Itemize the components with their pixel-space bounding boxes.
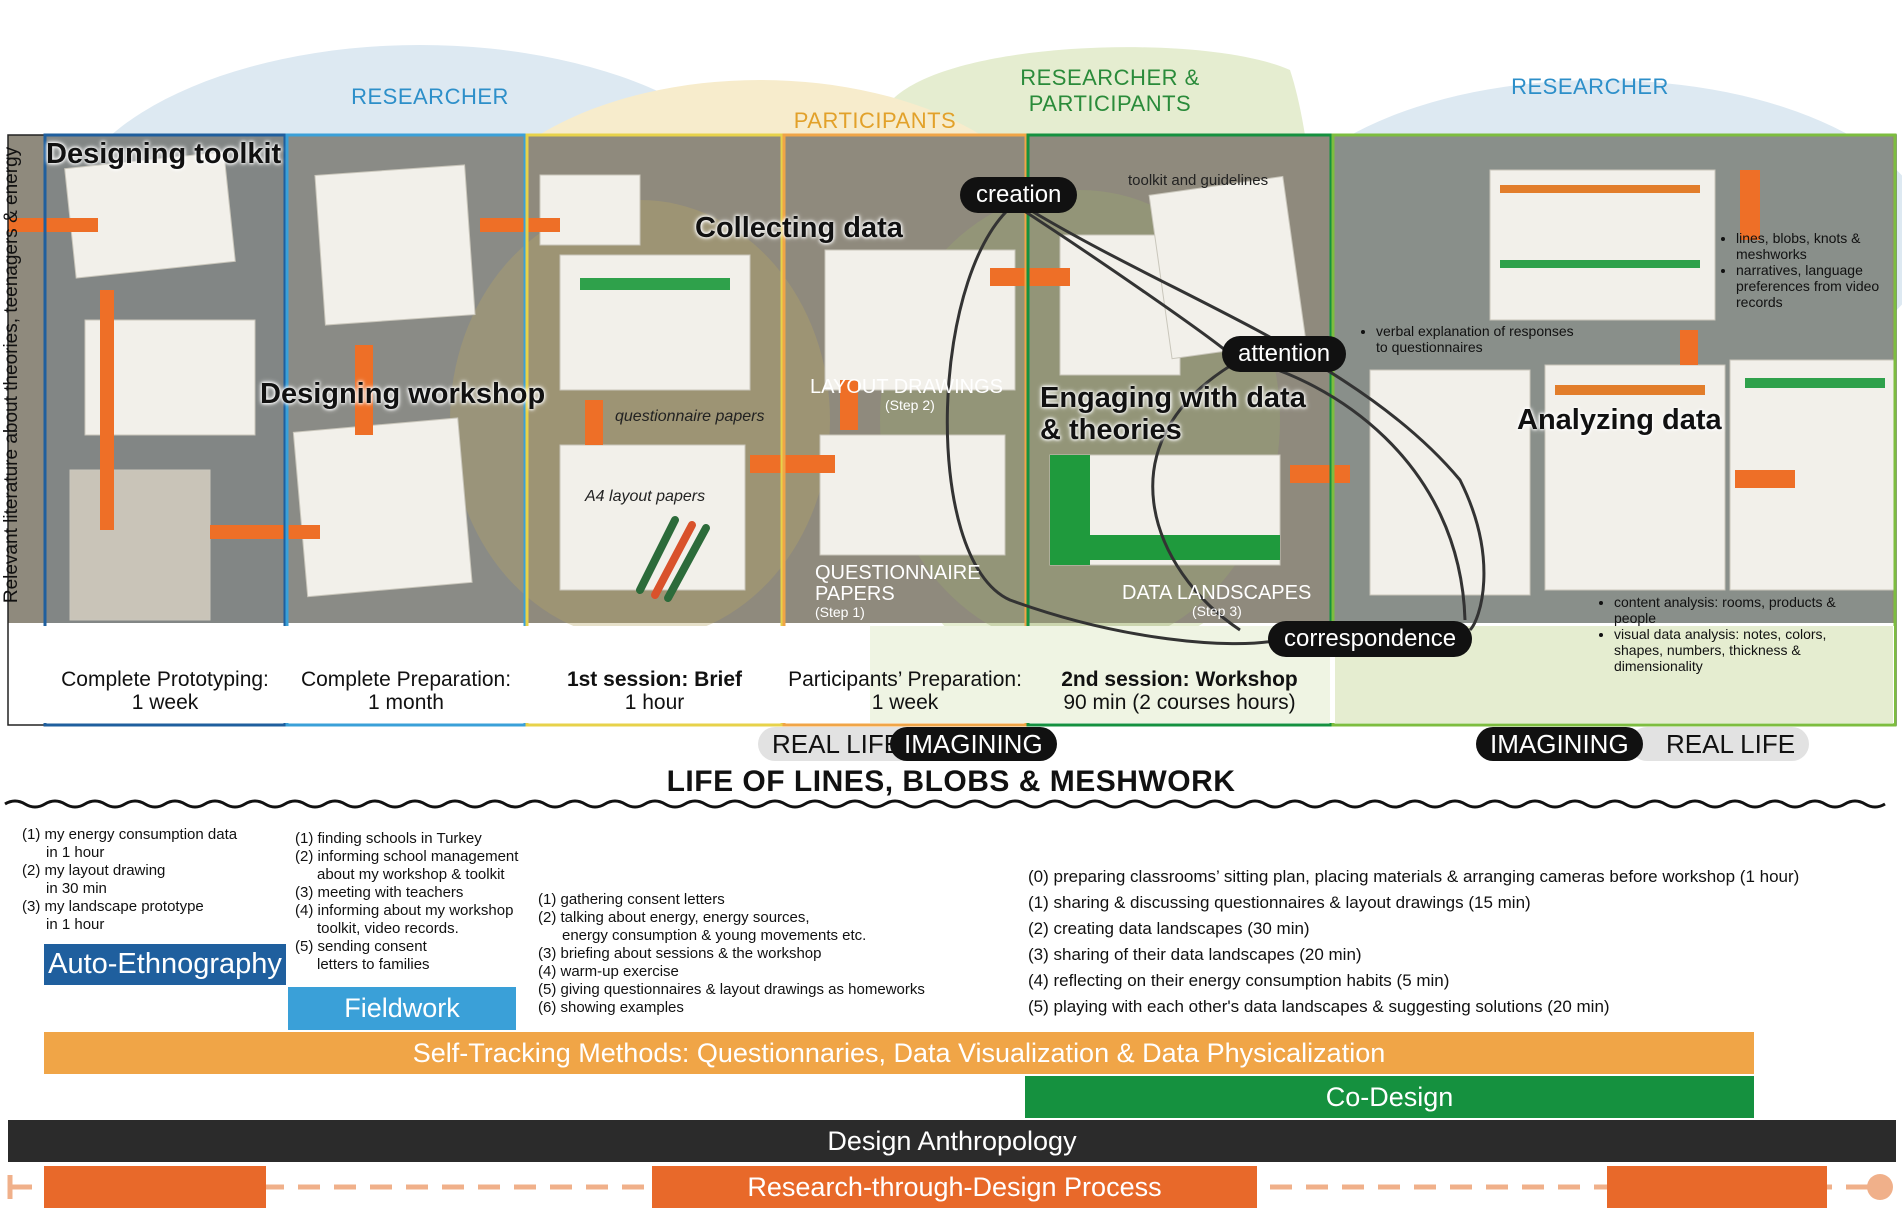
note-analysis-top: lines, blobs, knots & meshworks narrativ… xyxy=(1722,230,1892,310)
step-item: toolkit, video records. xyxy=(317,920,459,937)
right-real-life: REAL LIFE xyxy=(1630,727,1810,761)
pill-correspondence: correspondence xyxy=(1268,621,1473,657)
step-item: (3) briefing about sessions & the worksh… xyxy=(538,945,822,962)
step-item: (1) my energy consumption data xyxy=(22,826,238,843)
step-item: (4) informing about my workshop xyxy=(295,902,514,919)
step-item: (4) warm-up exercise xyxy=(538,963,679,980)
questionnaire-papers-step: (Step 1) xyxy=(815,604,865,620)
phase-title-engaging: Engaging with data & theories xyxy=(1040,382,1306,446)
label-layout-drawings: LAYOUT DRAWINGS (Step 2) xyxy=(810,377,1003,413)
bar-auto-ethnography: Auto-Ethnography xyxy=(44,944,286,985)
cell-brief-duration: 1 hour xyxy=(624,691,685,714)
cell-workshop-duration: 90 min (2 courses hours) xyxy=(1063,691,1296,714)
label-a4-layout-papers: A4 layout papers xyxy=(585,488,706,505)
step-item: (2) my layout drawing xyxy=(22,862,166,879)
step-item: energy consumption & young movements etc… xyxy=(562,927,867,944)
cell-brief: 1st session: Brief 1 hour xyxy=(527,668,782,726)
bar-design-anthropology: Design Anthropology xyxy=(8,1120,1896,1162)
note-analysis-top-item: narratives, language preferences from vi… xyxy=(1736,262,1892,310)
step-item: (1) finding schools in Turkey xyxy=(295,830,482,847)
step-item: (5) giving questionnaires & layout drawi… xyxy=(538,981,925,998)
right-imagining: IMAGINING xyxy=(1476,727,1643,761)
role-researcher-left: RESEARCHER xyxy=(351,84,509,109)
data-landscapes-step: (Step 3) xyxy=(1192,603,1242,619)
step-item: (6) showing examples xyxy=(538,999,684,1016)
role-participants: PARTICIPANTS xyxy=(793,108,957,133)
note-analysis-bottom-item: visual data analysis: notes, colors, sha… xyxy=(1614,626,1845,674)
phase-title-designing-toolkit: Designing toolkit xyxy=(46,138,282,170)
step-item: letters to families xyxy=(317,956,430,973)
step-item: about my workshop & toolkit xyxy=(317,866,505,883)
phase-title-designing-workshop: Designing workshop xyxy=(260,378,546,410)
note-verbal-item: verbal explanation of responses to quest… xyxy=(1376,323,1582,355)
step-item: (1) sharing & discussing questionnaires … xyxy=(1028,893,1531,912)
label-data-landscapes: DATA LANDSCAPES (Step 3) xyxy=(1122,583,1311,619)
note-analysis-bottom-item: content analysis: rooms, products & peop… xyxy=(1614,594,1845,626)
cell-prototyping-duration: 1 week xyxy=(131,691,199,714)
cell-prototyping-title: Complete Prototyping: xyxy=(61,668,269,691)
note-analysis-top-item: lines, blobs, knots & meshworks xyxy=(1736,230,1892,262)
step-item: in 1 hour xyxy=(46,844,105,861)
steps-brief: (1) gathering consent letters (2) talkin… xyxy=(538,891,925,1017)
step-item: (5) sending consent xyxy=(295,938,427,955)
note-verbal: verbal explanation of responses to quest… xyxy=(1362,323,1582,355)
steps-auto-ethnography: (1) my energy consumption data in 1 hour… xyxy=(22,826,237,934)
pill-creation: creation xyxy=(960,177,1078,213)
role-researcher-participants: RESEARCHER & PARTICIPANTS xyxy=(1020,65,1200,116)
step-item: (2) informing school management xyxy=(295,848,519,865)
life-of-lines-title: LIFE OF LINES, BLOBS & MESHWORK xyxy=(666,765,1236,798)
steps-fieldwork: (1) finding schools in Turkey (2) inform… xyxy=(295,830,518,974)
bar-self-tracking: Self-Tracking Methods: Questionnaries, D… xyxy=(44,1032,1754,1074)
cell-workshop-title: 2nd session: Workshop xyxy=(1061,668,1298,691)
data-landscapes-text: DATA LANDSCAPES xyxy=(1122,582,1312,604)
step-item: (2) talking about energy, energy sources… xyxy=(538,909,810,926)
step-item: in 30 min xyxy=(46,880,107,897)
bar-fieldwork: Fieldwork xyxy=(288,987,516,1030)
layout-drawings-text: LAYOUT DRAWINGS xyxy=(810,376,1003,398)
role-researcher-right: RESEARCHER xyxy=(1511,74,1669,99)
step-item: (2) creating data landscapes (30 min) xyxy=(1028,919,1310,938)
cell-workshop: 2nd session: Workshop 90 min (2 courses … xyxy=(1028,668,1331,726)
bar-rtd-segment-right xyxy=(1607,1166,1827,1208)
wavy-separator xyxy=(4,799,1886,809)
cell-brief-title: 1st session: Brief xyxy=(566,668,743,691)
cell-prototyping: Complete Prototyping: 1 week xyxy=(45,668,285,726)
step-item: (5) playing with each other's data lands… xyxy=(1028,997,1610,1016)
cell-participants-prep-title: Participants’ Preparation: xyxy=(788,668,1022,691)
step-item: (1) gathering consent letters xyxy=(538,891,725,908)
step-item: (3) meeting with teachers xyxy=(295,884,464,901)
side-label: Relevant literature about theories, teen… xyxy=(1,146,22,604)
step-item: (0) preparing classrooms’ sitting plan, … xyxy=(1028,867,1800,886)
label-questionnaire-papers-italic: questionnaire papers xyxy=(615,408,765,425)
bar-rtd-segment-left xyxy=(44,1166,266,1208)
cell-preparation-title: Complete Preparation: xyxy=(300,668,512,691)
step-item: (3) sharing of their data landscapes (20… xyxy=(1028,945,1362,964)
cell-preparation: Complete Preparation: 1 month xyxy=(287,668,525,726)
rtd-end-dot xyxy=(1867,1174,1893,1200)
layout-drawings-step: (Step 2) xyxy=(885,397,935,413)
cell-preparation-duration: 1 month xyxy=(368,691,444,714)
questionnaire-papers-text: QUESTIONNAIRE PAPERS xyxy=(815,562,981,605)
label-toolkit-guidelines: toolkit and guidelines xyxy=(1128,172,1269,189)
cell-participants-prep-duration: 1 week xyxy=(871,691,939,714)
phase-title-collecting-data: Collecting data xyxy=(695,212,903,244)
note-analysis-bottom: content analysis: rooms, products & peop… xyxy=(1600,594,1845,674)
steps-workshop: (0) preparing classrooms’ sitting plan, … xyxy=(1028,864,1799,1020)
cell-participants-prep: Participants’ Preparation: 1 week xyxy=(784,668,1026,726)
phase-title-analyzing-data: Analyzing data xyxy=(1517,404,1722,436)
step-item: (4) reflecting on their energy consumpti… xyxy=(1028,971,1450,990)
bar-rtd-process: Research-through-Design Process xyxy=(652,1166,1257,1208)
pill-attention: attention xyxy=(1222,336,1347,372)
left-imagining: IMAGINING xyxy=(890,727,1057,761)
label-questionnaire-papers: QUESTIONNAIRE PAPERS (Step 1) xyxy=(815,563,1015,620)
step-item: in 1 hour xyxy=(46,916,105,933)
bar-co-design: Co-Design xyxy=(1025,1076,1754,1118)
step-item: (3) my landscape prototype xyxy=(22,898,204,915)
